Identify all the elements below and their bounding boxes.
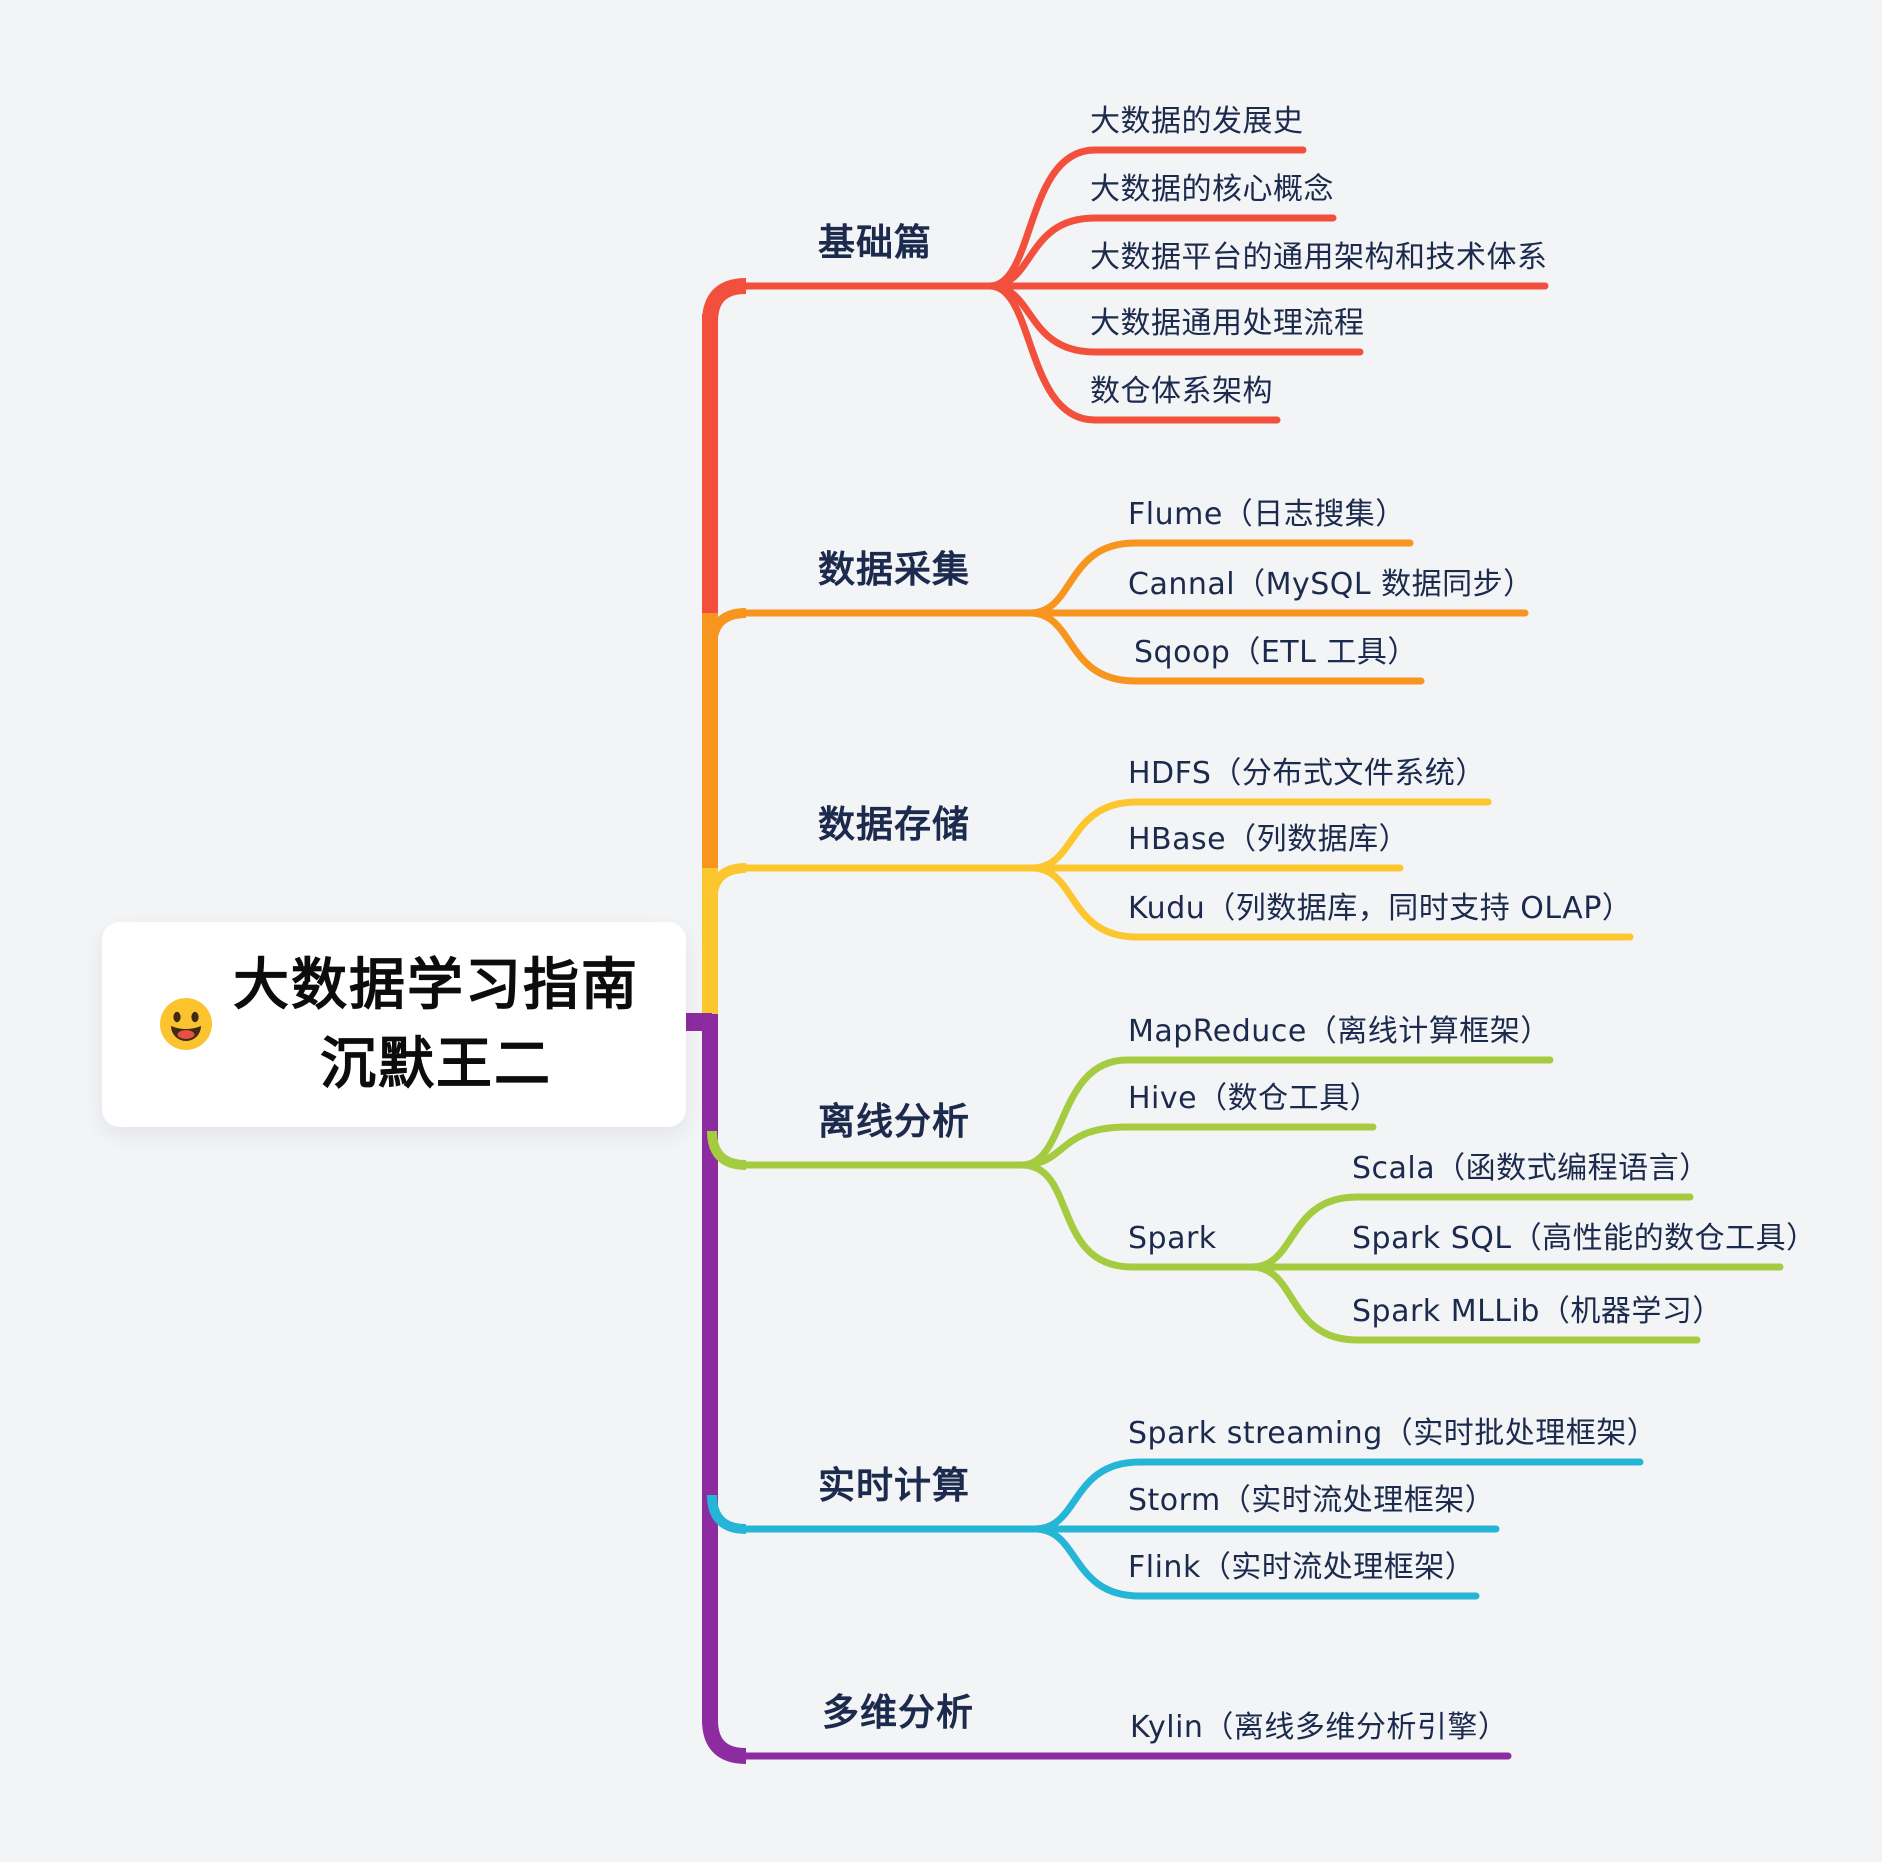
child-label[interactable]: Kylin（离线多维分析引擎） <box>1130 1710 1509 1745</box>
grandchild-line <box>1248 1263 1701 1344</box>
child-line <box>1018 1123 1377 1169</box>
root-node[interactable]: 大数据学习指南 沉默王二 <box>102 922 686 1127</box>
grinning-face-emoji-icon <box>160 998 212 1050</box>
root-title: 大数据学习指南 沉默王二 <box>102 946 686 1104</box>
branch-elbow <box>707 608 747 648</box>
branch-label-storage[interactable]: 数据存储 <box>818 803 970 846</box>
grandchild-label[interactable]: Scala（函数式编程语言） <box>1352 1151 1710 1186</box>
child-label[interactable]: Hive（数仓工具） <box>1128 1081 1381 1116</box>
child-label[interactable]: Cannal（MySQL 数据同步） <box>1128 567 1534 602</box>
child-label[interactable]: Spark streaming（实时批处理框架） <box>1128 1416 1658 1451</box>
branch-elbow <box>707 1494 747 1534</box>
branch-label-multidim[interactable]: 多维分析 <box>822 1691 974 1734</box>
branch-elbow <box>707 863 747 903</box>
branch-label-realtime[interactable]: 实时计算 <box>818 1464 970 1507</box>
child-label[interactable]: HDFS（分布式文件系统） <box>1128 756 1486 791</box>
child-line <box>1028 864 1634 941</box>
child-label[interactable]: Sqoop（ETL 工具） <box>1134 635 1418 670</box>
child-label[interactable]: 大数据平台的通用架构和技术体系 <box>1090 240 1548 275</box>
child-line <box>1026 609 1425 685</box>
child-label[interactable]: 大数据的发展史 <box>1090 104 1304 139</box>
child-label[interactable]: Storm（实时流处理框架） <box>1128 1483 1496 1518</box>
child-label[interactable]: 数仓体系架构 <box>1090 374 1273 409</box>
grandchild-label[interactable]: Spark SQL（高性能的数仓工具） <box>1352 1221 1817 1256</box>
child-line <box>986 282 1281 424</box>
branch-label-offline[interactable]: 离线分析 <box>818 1100 970 1143</box>
child-line-spark <box>1018 1161 1256 1271</box>
child-label-spark[interactable]: Spark <box>1128 1221 1217 1256</box>
root-title-line2: 沉默王二 <box>320 1031 552 1097</box>
child-label[interactable]: 大数据的核心概念 <box>1090 172 1334 207</box>
child-label[interactable]: Flink（实时流处理框架） <box>1128 1550 1476 1585</box>
child-label[interactable]: Flume（日志搜集） <box>1128 497 1406 532</box>
grandchild-label[interactable]: Spark MLLib（机器学习） <box>1352 1294 1723 1329</box>
child-label[interactable]: MapReduce（离线计算框架） <box>1128 1014 1551 1049</box>
branch-elbow <box>707 1130 747 1170</box>
child-label[interactable]: 大数据通用处理流程 <box>1090 306 1365 341</box>
child-label[interactable]: HBase（列数据库） <box>1128 822 1410 857</box>
trunk-corner-top <box>702 278 747 323</box>
branch-label-collection[interactable]: 数据采集 <box>818 548 970 591</box>
branch-label-basics[interactable]: 基础篇 <box>818 221 932 264</box>
child-label[interactable]: Kudu（列数据库，同时支持 OLAP） <box>1128 891 1633 926</box>
root-title-line1: 大数据学习指南 <box>233 952 639 1018</box>
child-line <box>1031 1525 1480 1600</box>
trunk-corner-bottom <box>702 1719 747 1764</box>
